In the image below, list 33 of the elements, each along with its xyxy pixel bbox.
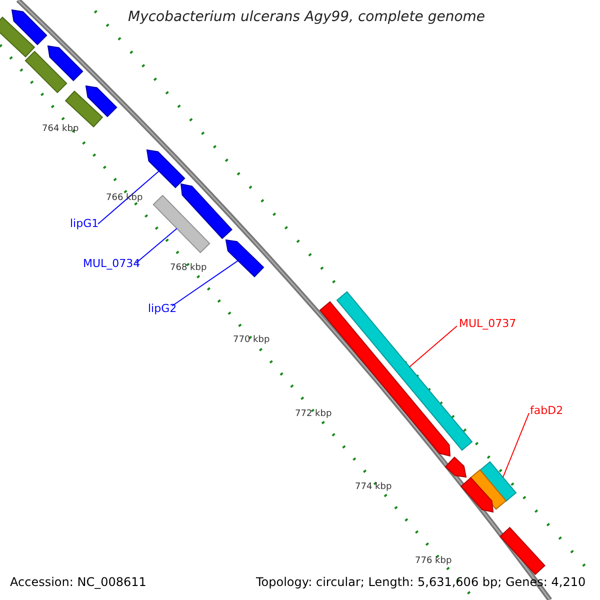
gene-feature xyxy=(24,50,68,94)
scale-tick-label: 764 kbp xyxy=(42,125,79,135)
gene-label: lipG2 xyxy=(148,303,177,316)
gene-feature xyxy=(479,461,517,502)
scale-tick-label: 776 kbp xyxy=(415,557,452,567)
gene-feature-pointed xyxy=(460,476,494,513)
gene-feature xyxy=(500,526,546,576)
gene-feature-pointed xyxy=(444,456,467,478)
leader-line xyxy=(98,170,160,224)
gene-feature-pointed xyxy=(47,45,84,82)
leader-line xyxy=(172,260,238,306)
leader-line xyxy=(409,326,458,368)
gene-feature xyxy=(0,16,36,58)
gene-feature-pointed xyxy=(146,149,186,188)
gene-feature-pointed xyxy=(11,9,48,46)
leader-line xyxy=(136,228,178,264)
gene-feature-pointed xyxy=(85,85,118,118)
gene-feature xyxy=(152,194,210,254)
scale-tick-label: 766 kbp xyxy=(106,194,143,204)
gene-label: fabD2 xyxy=(530,405,564,418)
gene-label: MUL_0737 xyxy=(459,318,516,330)
gene-feature-pointed xyxy=(180,183,232,240)
scale-tick-label: 774 kbp xyxy=(355,483,392,493)
footer-text: Accession: NC_008611 xyxy=(10,576,146,590)
gene-label: MUL_0734 xyxy=(83,258,140,270)
gene-label: lipG1 xyxy=(70,218,99,230)
scale-tick-label: 770 kbp xyxy=(233,336,270,346)
gene-feature-pointed xyxy=(225,239,264,278)
footer-text: Topology: circular; Length: 5,631,606 bp; Genes: 4,210 xyxy=(256,576,586,590)
title: Mycobacterium ulcerans Agy99, complete genome xyxy=(128,10,486,26)
leader-line xyxy=(502,412,530,478)
scale-tick-label: 772 kbp xyxy=(295,410,332,420)
scale-tick-label: 768 kbp xyxy=(170,264,207,274)
